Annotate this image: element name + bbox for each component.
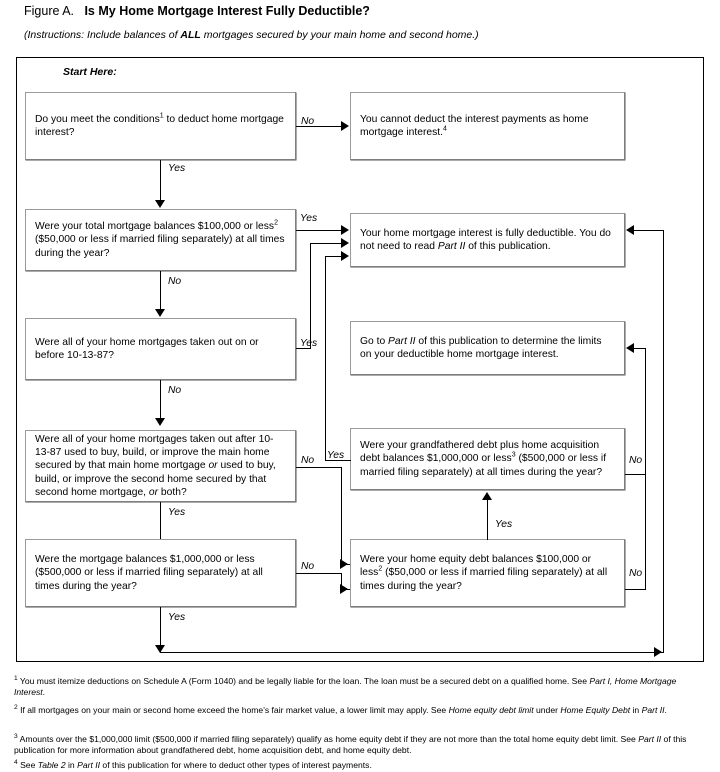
edge-q5-yes-stub	[325, 460, 351, 461]
decision-box-q3: Were all of your home mortgages taken ou…	[25, 318, 296, 380]
decision-box-q2-text: Were your total mortgage balances $100,0…	[35, 219, 285, 259]
edge-q3-yes-entry	[310, 243, 342, 244]
arrowhead-q4-no	[340, 559, 348, 569]
edge-q7-no-stub	[625, 589, 646, 590]
edge-label-q2-yes: Yes	[300, 213, 318, 224]
arrowhead-outer-return	[626, 225, 634, 235]
terminal-box-fully-deductible-text: Your home mortgage interest is fully ded…	[360, 227, 611, 252]
terminal-box-cannot-deduct: You cannot deduct the interest payments …	[350, 92, 625, 160]
decision-box-q1: Do you meet the conditions1 to deduct ho…	[25, 92, 296, 160]
edge-q6-yes	[160, 607, 161, 652]
footnote-1: 1 You must itemize deductions on Schedul…	[14, 675, 704, 699]
decision-box-q1-text: Do you meet the conditions1 to deduct ho…	[35, 112, 284, 138]
footnote-2: 2 If all mortgages on your main or secon…	[14, 704, 704, 716]
edge-q5-no-entry	[634, 348, 646, 349]
edge-q6-no-stub	[296, 573, 342, 574]
bottom-return-rail	[160, 652, 663, 653]
decision-box-q3-text: Were all of your home mortgages taken ou…	[35, 336, 259, 361]
edge-q1-yes	[160, 160, 161, 204]
footnote-1-marker: 1	[14, 675, 18, 683]
edge-label-q6-no: No	[301, 561, 315, 572]
edge-label-q1-yes: Yes	[168, 163, 186, 174]
arrowhead-q6-yes	[155, 645, 165, 653]
edge-label-q5-no: No	[629, 455, 643, 466]
arrowhead-q6-no	[340, 584, 348, 594]
figure-instructions: (Instructions: Include balances of ALL m…	[24, 29, 479, 41]
footnote-3-text: Amounts over the $1,000,000 limit ($500,…	[14, 734, 687, 756]
decision-box-q6: Were the mortgage balances $1,000,000 or…	[25, 539, 296, 607]
arrowhead-q2-yes	[341, 225, 349, 235]
edge-q4-yes	[160, 502, 161, 544]
decision-box-q2: Were your total mortgage balances $100,0…	[25, 209, 296, 271]
edge-q5-no-riser	[645, 348, 646, 475]
decision-box-q5-text: Were your grandfathered debt plus home a…	[360, 440, 607, 478]
terminal-box-go-part2: Go to Part II of this publication to det…	[350, 321, 625, 375]
edge-q3-no	[160, 380, 161, 422]
start-here-label: Start Here:	[63, 66, 117, 78]
footnote-2-text: If all mortgages on your main or second …	[20, 705, 667, 715]
edge-label-q4-no: No	[301, 455, 315, 466]
decision-box-q7: Were your home equity debt balances $100…	[350, 539, 625, 607]
edge-label-q7-no: No	[629, 568, 643, 579]
edge-label-q3-no: No	[168, 385, 182, 396]
footnote-4-text: See Table 2 in Part II of this publicati…	[20, 760, 372, 770]
decision-box-q6-text: Were the mortgage balances $1,000,000 or…	[35, 554, 263, 592]
instructions-pre: (Instructions: Include balances of	[24, 29, 181, 41]
edge-q5-yes-riser	[325, 256, 326, 461]
decision-box-q5: Were your grandfathered debt plus home a…	[350, 428, 625, 490]
decision-box-q4-text: Were all of your home mortgages taken ou…	[35, 434, 276, 498]
figure-label: Figure A.	[24, 4, 75, 18]
decision-box-q7-text: Were your home equity debt balances $100…	[360, 554, 608, 592]
edge-label-q1-no: No	[301, 116, 315, 127]
arrowhead-q7-yes	[482, 492, 492, 500]
edge-q3-yes-stub	[296, 348, 311, 349]
footnote-2-marker: 2	[14, 704, 18, 712]
edge-q3-yes-riser	[310, 243, 311, 349]
decision-box-q4: Were all of your home mortgages taken ou…	[25, 430, 296, 502]
footnote-3-marker: 3	[14, 733, 18, 741]
edge-label-q5-yes: Yes	[327, 450, 345, 461]
edge-q7-no-riser	[645, 474, 646, 590]
edge-q2-no	[160, 271, 161, 313]
edge-q7-yes	[487, 498, 488, 540]
edge-label-q3-yes: Yes	[300, 338, 318, 349]
edge-q5-no-stub	[625, 474, 646, 475]
footnote-3: 3 Amounts over the $1,000,000 limit ($50…	[14, 733, 704, 757]
edge-q1-no	[296, 126, 342, 127]
instructions-post: mortgages secured by your main home and …	[200, 29, 479, 41]
edge-label-q6-yes: Yes	[168, 612, 186, 623]
arrowhead-bottom-rail	[654, 647, 662, 657]
edge-label-q7-yes: Yes	[495, 519, 513, 530]
outer-return-entry	[634, 230, 664, 231]
terminal-box-go-part2-text: Go to Part II of this publication to det…	[360, 335, 602, 360]
page-title: Figure A. Is My Home Mortgage Interest F…	[24, 4, 370, 18]
footnote-4: 4 See Table 2 in Part II of this publica…	[14, 759, 704, 771]
figure-title-text: Is My Home Mortgage Interest Fully Deduc…	[84, 4, 370, 18]
edge-label-q4-yes: Yes	[168, 507, 186, 518]
arrowhead-q3-no	[155, 418, 165, 426]
edge-label-q2-no: No	[168, 276, 182, 287]
arrowhead-q1-no	[341, 121, 349, 131]
terminal-box-cannot-deduct-text: You cannot deduct the interest payments …	[360, 113, 589, 138]
footnote-1-text: You must itemize deductions on Schedule …	[14, 676, 677, 698]
arrowhead-q2-no	[155, 309, 165, 317]
footnote-4-marker: 4	[14, 759, 18, 767]
edge-q6-no-drop	[341, 573, 342, 590]
instructions-emphasis: ALL	[180, 29, 201, 41]
edge-q4-no-drop	[341, 467, 342, 565]
arrowhead-q1-yes	[155, 200, 165, 208]
edge-q2-yes	[296, 230, 342, 231]
edge-q4-no-stub	[296, 467, 342, 468]
terminal-box-fully-deductible: Your home mortgage interest is fully ded…	[350, 213, 625, 267]
arrowhead-q5-no	[626, 343, 634, 353]
arrowhead-q3-yes	[341, 238, 349, 248]
arrowhead-q5-yes	[341, 251, 349, 261]
outer-return-riser	[663, 230, 664, 653]
edge-q5-yes-entry	[325, 256, 342, 257]
